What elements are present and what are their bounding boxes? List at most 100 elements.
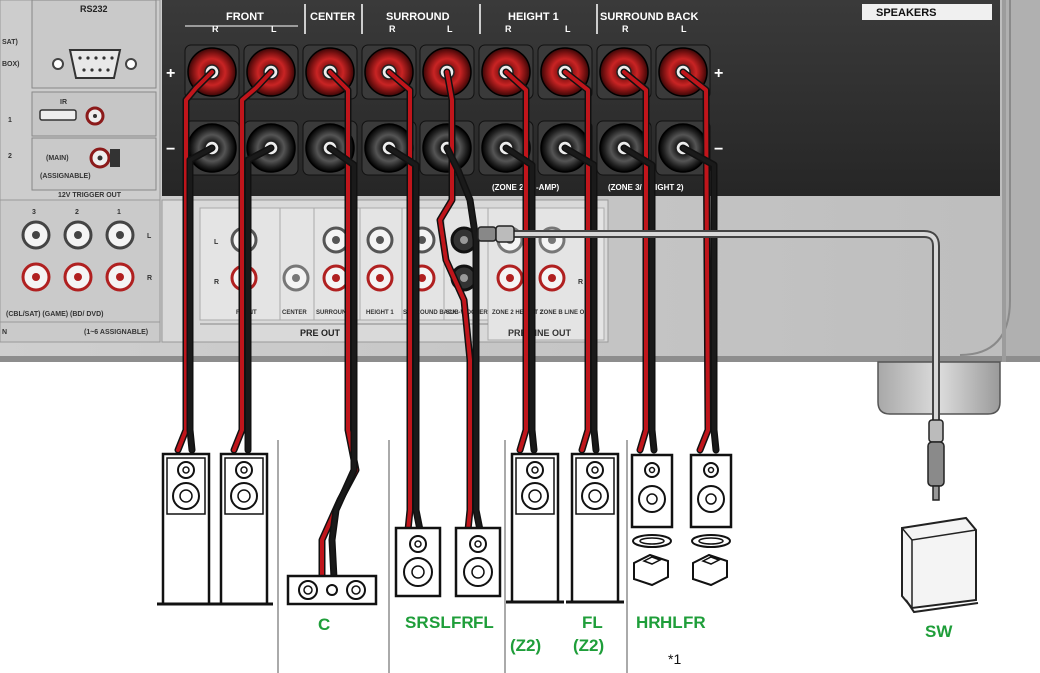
ceiling-speaker-icon — [691, 534, 731, 587]
speaker-wire — [387, 70, 412, 532]
speaker-wire — [176, 70, 214, 452]
subwoofer-icon — [901, 516, 979, 614]
speaker-wire — [328, 146, 356, 580]
height1-l-label: L — [565, 24, 571, 34]
label-c: C — [318, 615, 330, 634]
preout-sb-label: SURROUND BACK — [403, 310, 457, 316]
speaker-wire — [188, 146, 214, 452]
surround-l-label: L — [447, 24, 453, 34]
speaker-wire — [681, 146, 718, 452]
minus-right-label: − — [714, 141, 723, 158]
preout-l-label: L — [214, 239, 219, 246]
box-label: BOX) — [2, 61, 20, 68]
pre-out-section: L R R FRONT CENTER SURROUND HEIGHT 1 SUR… — [161, 199, 609, 343]
minus-left-label: − — [166, 141, 175, 158]
surround-r-label: R — [389, 24, 396, 34]
preout-center-label: CENTER — [282, 310, 307, 316]
footnote-marker: *1 — [668, 651, 681, 667]
input-l-label: L — [147, 233, 152, 240]
rca-input-jacks[interactable] — [21, 220, 135, 292]
input-3-label: 3 — [32, 209, 36, 216]
speaker-wire — [681, 70, 710, 452]
sat-label: SAT) — [2, 39, 18, 46]
db9-connector-icon[interactable] — [52, 49, 137, 79]
label-hl: HL — [660, 613, 683, 632]
floor-speaker-icon — [566, 452, 624, 604]
rca-plug-icon — [477, 225, 515, 243]
speaker-wire — [504, 146, 536, 452]
speaker-wire — [232, 70, 273, 452]
subwoofer-cable — [477, 225, 945, 501]
plus-right-label: + — [714, 65, 723, 82]
ceiling-speaker-icon — [632, 534, 672, 587]
speaker-labels: C SR SL FR FL FL (Z2) (Z2) HR HL FR SW *… — [318, 613, 953, 667]
floor-speaker-icon — [506, 452, 564, 604]
height1-r-label: R — [505, 24, 512, 34]
line-out-label: PRE LINE OUT — [508, 328, 572, 338]
input-r-label: R — [147, 275, 152, 282]
speaker-wire — [387, 146, 422, 532]
label-fr: FR — [451, 613, 474, 632]
rs232-section: RS232 SAT) BOX) IR 1 2 (MAIN) (ASSIGNABL… — [0, 0, 161, 201]
speaker-wire — [622, 146, 656, 452]
label-fl: FL — [473, 613, 494, 632]
input-2-label: 2 — [75, 209, 79, 216]
label-sw: SW — [925, 622, 953, 641]
bookshelf-speaker-icon — [454, 526, 502, 598]
height1-header: HEIGHT 1 — [508, 11, 559, 23]
rca-plug-icon — [927, 419, 945, 501]
center-speaker-icon — [286, 574, 378, 606]
speaker-wire — [445, 146, 482, 532]
speaker-wires — [174, 68, 720, 582]
speaker-wire — [438, 70, 472, 532]
speaker-wire — [622, 70, 648, 452]
label-z2-a: (Z2) — [510, 636, 541, 655]
label-sl: SL — [429, 613, 451, 632]
pre-out-label: PRE OUT — [300, 328, 341, 338]
floor-speaker-icon — [157, 452, 215, 606]
bookshelf-speaker-icon — [394, 526, 442, 598]
sb-l-label: L — [681, 24, 687, 34]
sb-r-label: R — [622, 24, 629, 34]
lineout-r-label: R — [578, 279, 583, 286]
preout-zone2-label: ZONE 2 HEIGHT 2 — [492, 310, 544, 316]
speaker-wire — [504, 70, 528, 452]
front-l-label: L — [271, 24, 277, 34]
speaker-wire — [563, 146, 598, 452]
ir-jack-icon[interactable] — [39, 106, 105, 126]
input-n-label: N — [2, 329, 7, 336]
assignable-label: (ASSIGNABLE) — [40, 173, 91, 180]
input-source-labels: (CBL/SAT) (GAME) (BD/ DVD) — [6, 311, 103, 318]
speaker-wire — [246, 146, 273, 452]
preout-height1-label: HEIGHT 1 — [366, 310, 394, 316]
label-z2-b: (Z2) — [573, 636, 604, 655]
plus-left-label: + — [166, 65, 175, 82]
trigger-jack-icon[interactable] — [89, 147, 120, 169]
analog-input-section: 3 2 1 L R (CBL/SAT) (GAME) (BD/ DVD) N (… — [0, 199, 161, 343]
trigger-2-label: 2 — [8, 153, 12, 160]
preout-zoneb-label: ZONE B LINE OUT — [540, 310, 593, 316]
preout-surround-label: SURROUND — [316, 310, 351, 316]
trigger-label: 12V TRIGGER OUT — [58, 192, 122, 199]
trigger-1-label: 1 — [8, 117, 12, 124]
group-dividers — [277, 440, 628, 673]
surround-header: SURROUND — [386, 11, 450, 23]
label-hr: HR — [636, 613, 661, 632]
label-sr: SR — [405, 613, 429, 632]
speakers-label: SPEAKERS — [876, 7, 937, 19]
main-label: (MAIN) — [46, 155, 69, 162]
bookshelf-speaker-icon — [630, 453, 674, 529]
bookshelf-speaker-icon — [689, 453, 733, 529]
center-header: CENTER — [310, 11, 355, 23]
input-1-label: 1 — [117, 209, 121, 216]
label-fl-z2: FL — [582, 613, 603, 632]
preout-r-label: R — [214, 279, 219, 286]
surround-back-header: SURROUND BACK — [600, 11, 698, 23]
floor-speaker-icon — [215, 452, 273, 606]
speaker-group — [157, 452, 733, 606]
speaker-wire — [563, 70, 590, 452]
rs232-label: RS232 — [80, 4, 108, 14]
speaker-terminal-panel: SPEAKERS FRONT CENTER SURROUND HEIGHT 1 … — [162, 0, 1000, 196]
ir-label: IR — [60, 99, 67, 106]
